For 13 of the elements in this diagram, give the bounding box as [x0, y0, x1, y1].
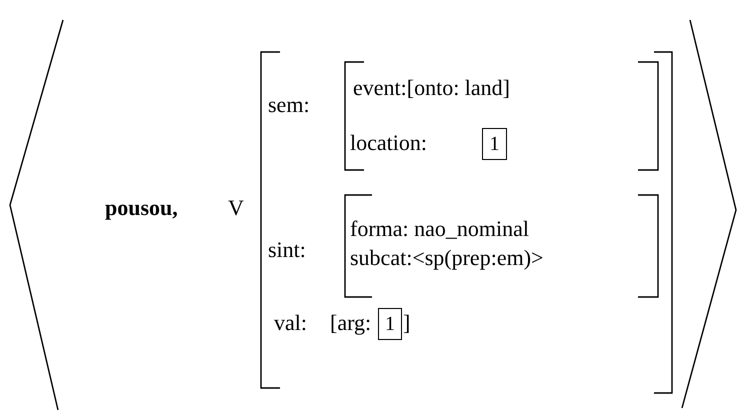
feature-name: sem: — [268, 94, 310, 116]
feature-name: val: — [274, 312, 307, 334]
feature-value: subcat:<sp(prep:em)> — [350, 247, 544, 269]
feature-name: location: — [350, 132, 427, 154]
feature-name: sint: — [268, 239, 306, 261]
bracket-text: ] — [403, 312, 410, 334]
coindex-tag: 1 — [482, 128, 507, 160]
headword: pousou, — [105, 197, 178, 219]
coindex-tag: 1 — [378, 308, 402, 340]
feature-value: forma: nao_nominal — [350, 218, 530, 240]
feature-value: event:[onto: land] — [353, 77, 510, 99]
feature-value: [arg: — [330, 312, 372, 334]
category-label: V — [228, 197, 244, 219]
